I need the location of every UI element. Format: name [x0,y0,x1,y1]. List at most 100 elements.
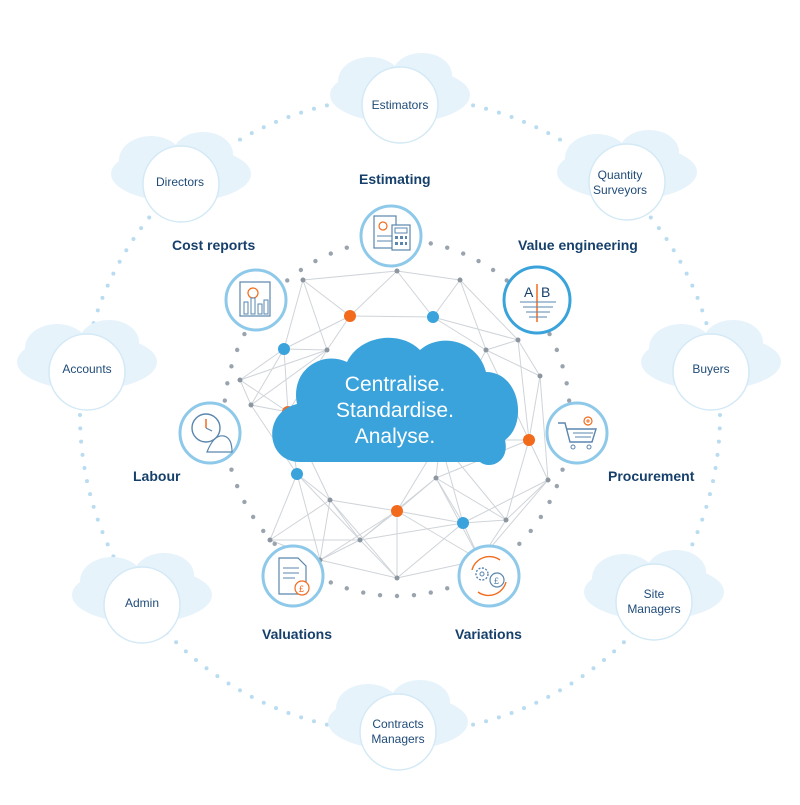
svg-text:B: B [541,284,550,300]
outer-ring-dot [100,295,105,300]
outer-ring-dot [249,131,254,136]
network-link [269,499,331,541]
outer-ring-dot [612,649,617,654]
network-link [459,279,487,351]
network-dot [515,337,521,343]
svg-text:A: A [524,284,534,300]
cost-reports-icon [224,268,288,332]
network-dot [483,347,489,353]
role-contracts-managers-line1: Contracts [372,717,424,731]
network-link [283,348,328,351]
role-cloud [557,130,697,221]
outer-ring-dot [91,504,96,509]
outer-ring-dot [286,711,291,716]
outer-ring-dot [569,681,574,686]
network-link [239,349,328,381]
role-directors: Directors [155,175,204,189]
network-dot [394,268,400,274]
outer-ring-dot [671,248,676,253]
network-link [319,499,331,561]
outer-ring-dot [238,137,242,142]
center-line-2: Standardise. [336,399,454,422]
network-dot [503,517,509,523]
inner-ring-dot [222,398,228,403]
outer-ring-dot [716,439,721,444]
inner-ring-dot [328,251,333,256]
outer-ring-dot [117,259,122,264]
role-site-managers: Site Managers [604,587,704,617]
label-cost-reports: Cost reports [172,237,256,253]
network-node [278,343,290,355]
outer-ring-dot [678,259,683,264]
outer-ring-dot [700,517,705,522]
role-site-managers-line1: Site [643,587,665,601]
outer-ring-dot [718,413,722,417]
inner-ring-dot [394,593,400,599]
outer-ring-dot [82,466,87,471]
outer-ring-dot [311,719,316,724]
inner-ring-dot [445,245,450,250]
outer-ring-dot [656,226,661,231]
outer-ring-dot [286,114,291,119]
network-link [250,349,328,406]
procurement-icon [545,401,609,465]
outer-ring-dot [471,722,476,727]
network-link [283,315,351,350]
role-cloud [72,553,212,644]
outer-ring-dot [695,295,700,300]
inner-ring-dot [564,381,569,386]
outer-ring-dot [509,114,514,119]
outer-ring-dot [299,715,304,720]
inner-ring-dot [234,347,240,353]
inner-ring-dot [461,251,466,256]
network-link [283,348,289,413]
label-valuations: Valuations [262,626,333,642]
inner-ring-dot [566,398,572,403]
role-cloud [641,320,781,411]
role-admin: Admin [124,596,159,610]
inner-ring-dot [234,483,240,489]
network-link [296,473,331,501]
network-link [485,349,541,377]
outer-ring-dot [78,426,83,431]
outer-ring-dot [324,103,329,108]
outer-ring-dot [717,426,722,431]
role-circle [588,143,666,221]
network-nodes [237,268,551,581]
outer-ring-dot [226,681,231,686]
inner-ring-dot [261,528,266,534]
center-line-3: Analyse. [354,425,436,448]
network-dot [237,377,243,383]
outer-ring-dot [704,321,709,326]
inner-ring-dot [328,580,333,585]
outer-ring-dot [546,131,551,136]
outer-ring-dot [704,504,709,509]
outer-ring-dot [324,722,329,727]
valuations-icon: £ [261,544,325,608]
inner-ring-dot [547,499,552,505]
outer-ring-dot [664,237,669,242]
network-link [396,510,481,561]
inner-ring-dot [298,267,304,273]
network-link [250,348,285,406]
inner-ring-dot [313,258,318,264]
network-link [359,522,464,541]
outer-ring-dot [522,706,527,711]
outer-ring-dot [695,530,700,535]
network-link [432,279,461,318]
role-estimators: Estimators [371,98,429,112]
network-link [432,316,487,351]
network-link [239,348,285,381]
network-node [427,311,439,323]
outer-ring-dot [558,688,562,693]
labour-icon [178,401,242,465]
role-buyers: Buyers [692,362,730,376]
central-cloud [272,337,519,466]
network-dot [357,537,363,543]
network-link [459,279,519,341]
network-link [239,379,252,406]
inner-ring-dot [344,586,349,591]
network-node [291,468,303,480]
outer-ring-dot [183,649,188,654]
